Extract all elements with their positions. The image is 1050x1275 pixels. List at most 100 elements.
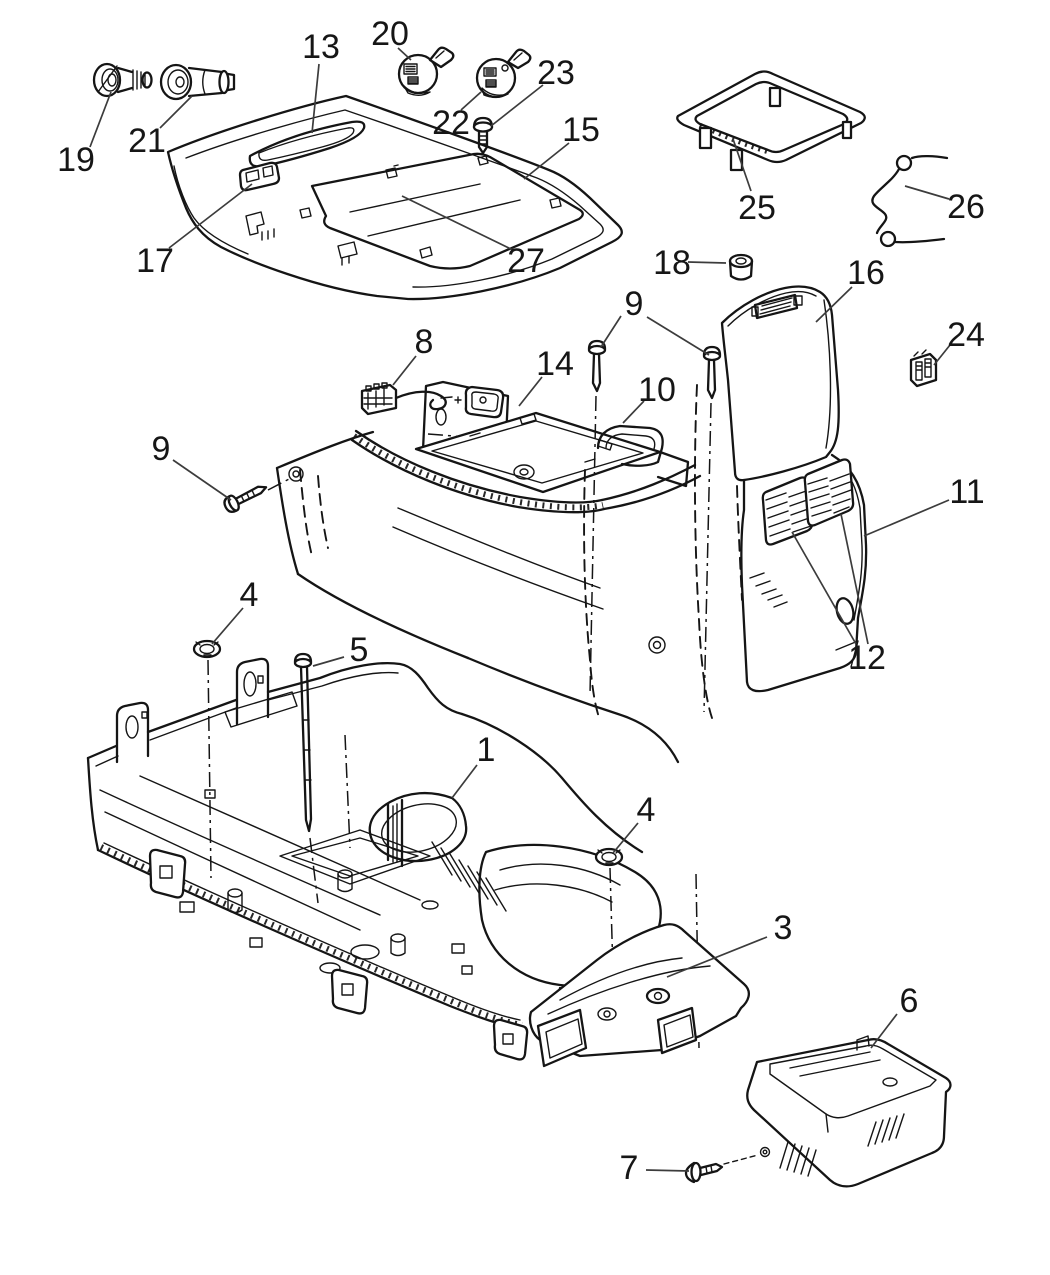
callout-label-13: 13 xyxy=(302,28,340,66)
vent-right-drawing xyxy=(803,458,855,527)
callout-17: 17 xyxy=(136,183,253,280)
callout-12: 12 xyxy=(791,513,886,677)
rear-cover-part-drawing xyxy=(746,1035,952,1188)
rear-trim-panel-part-drawing xyxy=(740,453,868,693)
callout-label-25: 25 xyxy=(738,189,776,227)
console-top-cover-drawing xyxy=(166,94,623,301)
callout-5: 5 xyxy=(312,631,369,669)
callout-leader-line xyxy=(840,513,869,645)
retainer-clip-part-drawing xyxy=(909,349,938,388)
callout-leader-line xyxy=(401,195,514,251)
callout-label-8: 8 xyxy=(415,323,434,361)
power-outlet-2-part-drawing xyxy=(475,48,532,99)
callout-leader-line xyxy=(172,459,232,501)
callout-9a: 9 xyxy=(600,285,710,356)
callout-11: 11 xyxy=(863,473,985,537)
lamp-wiring-part-drawing xyxy=(871,154,949,248)
callout-leader-line xyxy=(687,261,727,264)
shifter-bezel-part-drawing xyxy=(676,70,866,172)
callout-label-21: 21 xyxy=(128,122,166,160)
callout-label-16: 16 xyxy=(847,254,885,292)
callout-label-6: 6 xyxy=(900,982,919,1020)
callout-leader-line xyxy=(460,91,482,111)
callout-27: 27 xyxy=(401,195,545,280)
screw-9-top-left-drawing xyxy=(587,339,607,696)
screw-23-part-drawing xyxy=(472,116,494,155)
callout-6: 6 xyxy=(870,982,919,1049)
callout-label-7: 7 xyxy=(620,1149,639,1187)
callout-1: 1 xyxy=(451,731,496,799)
screw-9-left-centerline xyxy=(267,477,292,491)
screw-5-part-drawing xyxy=(293,652,351,904)
callout-leader-line xyxy=(732,138,752,192)
callout-label-27: 27 xyxy=(507,242,545,280)
callout-label-24: 24 xyxy=(947,316,985,354)
callout-label-26: 26 xyxy=(947,188,985,226)
callout-label-5: 5 xyxy=(350,631,369,669)
callout-leader-line xyxy=(815,286,853,323)
callout-label-9a: 9 xyxy=(625,285,644,323)
callout-14: 14 xyxy=(518,345,574,407)
screw-7-part-drawing xyxy=(684,1154,759,1184)
console-mid-frame-part-drawing xyxy=(275,380,713,764)
callout-leader-line xyxy=(904,185,950,200)
callout-label-22: 22 xyxy=(432,104,470,142)
callout-22: 22 xyxy=(432,91,482,142)
callout-leader-line xyxy=(211,607,244,645)
callout-26: 26 xyxy=(904,185,985,226)
callout-label-11: 11 xyxy=(949,473,984,511)
knob-part-drawing xyxy=(92,62,153,98)
callout-label-23: 23 xyxy=(537,54,575,92)
callout-10: 10 xyxy=(622,371,676,424)
support-bracket-part-drawing xyxy=(528,923,750,1068)
wiring-connector-part-drawing xyxy=(360,382,453,416)
callout-leader-line xyxy=(666,936,768,978)
callout-leader-line xyxy=(791,531,857,645)
callout-label-9b: 9 xyxy=(152,430,171,468)
callout-label-15: 15 xyxy=(562,111,600,149)
callout-leader-line xyxy=(312,656,345,667)
callout-leader-line xyxy=(863,499,950,537)
callout-16: 16 xyxy=(815,254,885,323)
power-outlet-part-drawing xyxy=(397,46,455,96)
callout-leader-line xyxy=(490,84,544,127)
callout-label-14: 14 xyxy=(536,345,574,383)
callout-leader-line xyxy=(622,400,645,424)
callout-8: 8 xyxy=(392,323,434,386)
callout-label-10: 10 xyxy=(638,371,676,409)
callout-label-4b: 4 xyxy=(637,791,656,829)
callout-leader-line xyxy=(392,355,417,386)
cigar-lighter-part-drawing xyxy=(159,63,236,101)
callout-label-18: 18 xyxy=(653,244,691,282)
callout-label-1: 1 xyxy=(477,731,496,769)
armrest-lid-part-drawing xyxy=(720,285,840,601)
callout-23: 23 xyxy=(490,54,575,127)
console-base-part-drawing xyxy=(86,657,662,1061)
callout-label-17: 17 xyxy=(136,242,174,280)
callout-leader-line xyxy=(646,316,710,356)
callout-25: 25 xyxy=(732,138,776,227)
callout-24: 24 xyxy=(933,316,985,366)
callout-leader-line xyxy=(159,95,193,129)
callout-leader-line xyxy=(600,315,622,348)
callout-leader-line xyxy=(645,1169,690,1172)
callout-20: 20 xyxy=(371,15,412,61)
callout-leader-line xyxy=(311,63,320,134)
callout-leader-line xyxy=(451,764,478,799)
callout-18: 18 xyxy=(653,244,727,282)
callout-leader-line xyxy=(168,183,253,249)
callout-label-19: 19 xyxy=(57,141,95,179)
callout-3: 3 xyxy=(666,909,793,978)
callout-label-3: 3 xyxy=(774,909,793,947)
callout-19: 19 xyxy=(57,91,112,179)
callout-4b: 4 xyxy=(612,791,656,854)
screw-9-top-right-drawing xyxy=(702,345,722,713)
bushing-part-drawing xyxy=(728,253,754,281)
callout-21: 21 xyxy=(128,95,193,160)
callout-leader-line xyxy=(397,47,412,61)
callout-4a: 4 xyxy=(211,576,258,645)
callout-9b: 9 xyxy=(152,430,232,501)
